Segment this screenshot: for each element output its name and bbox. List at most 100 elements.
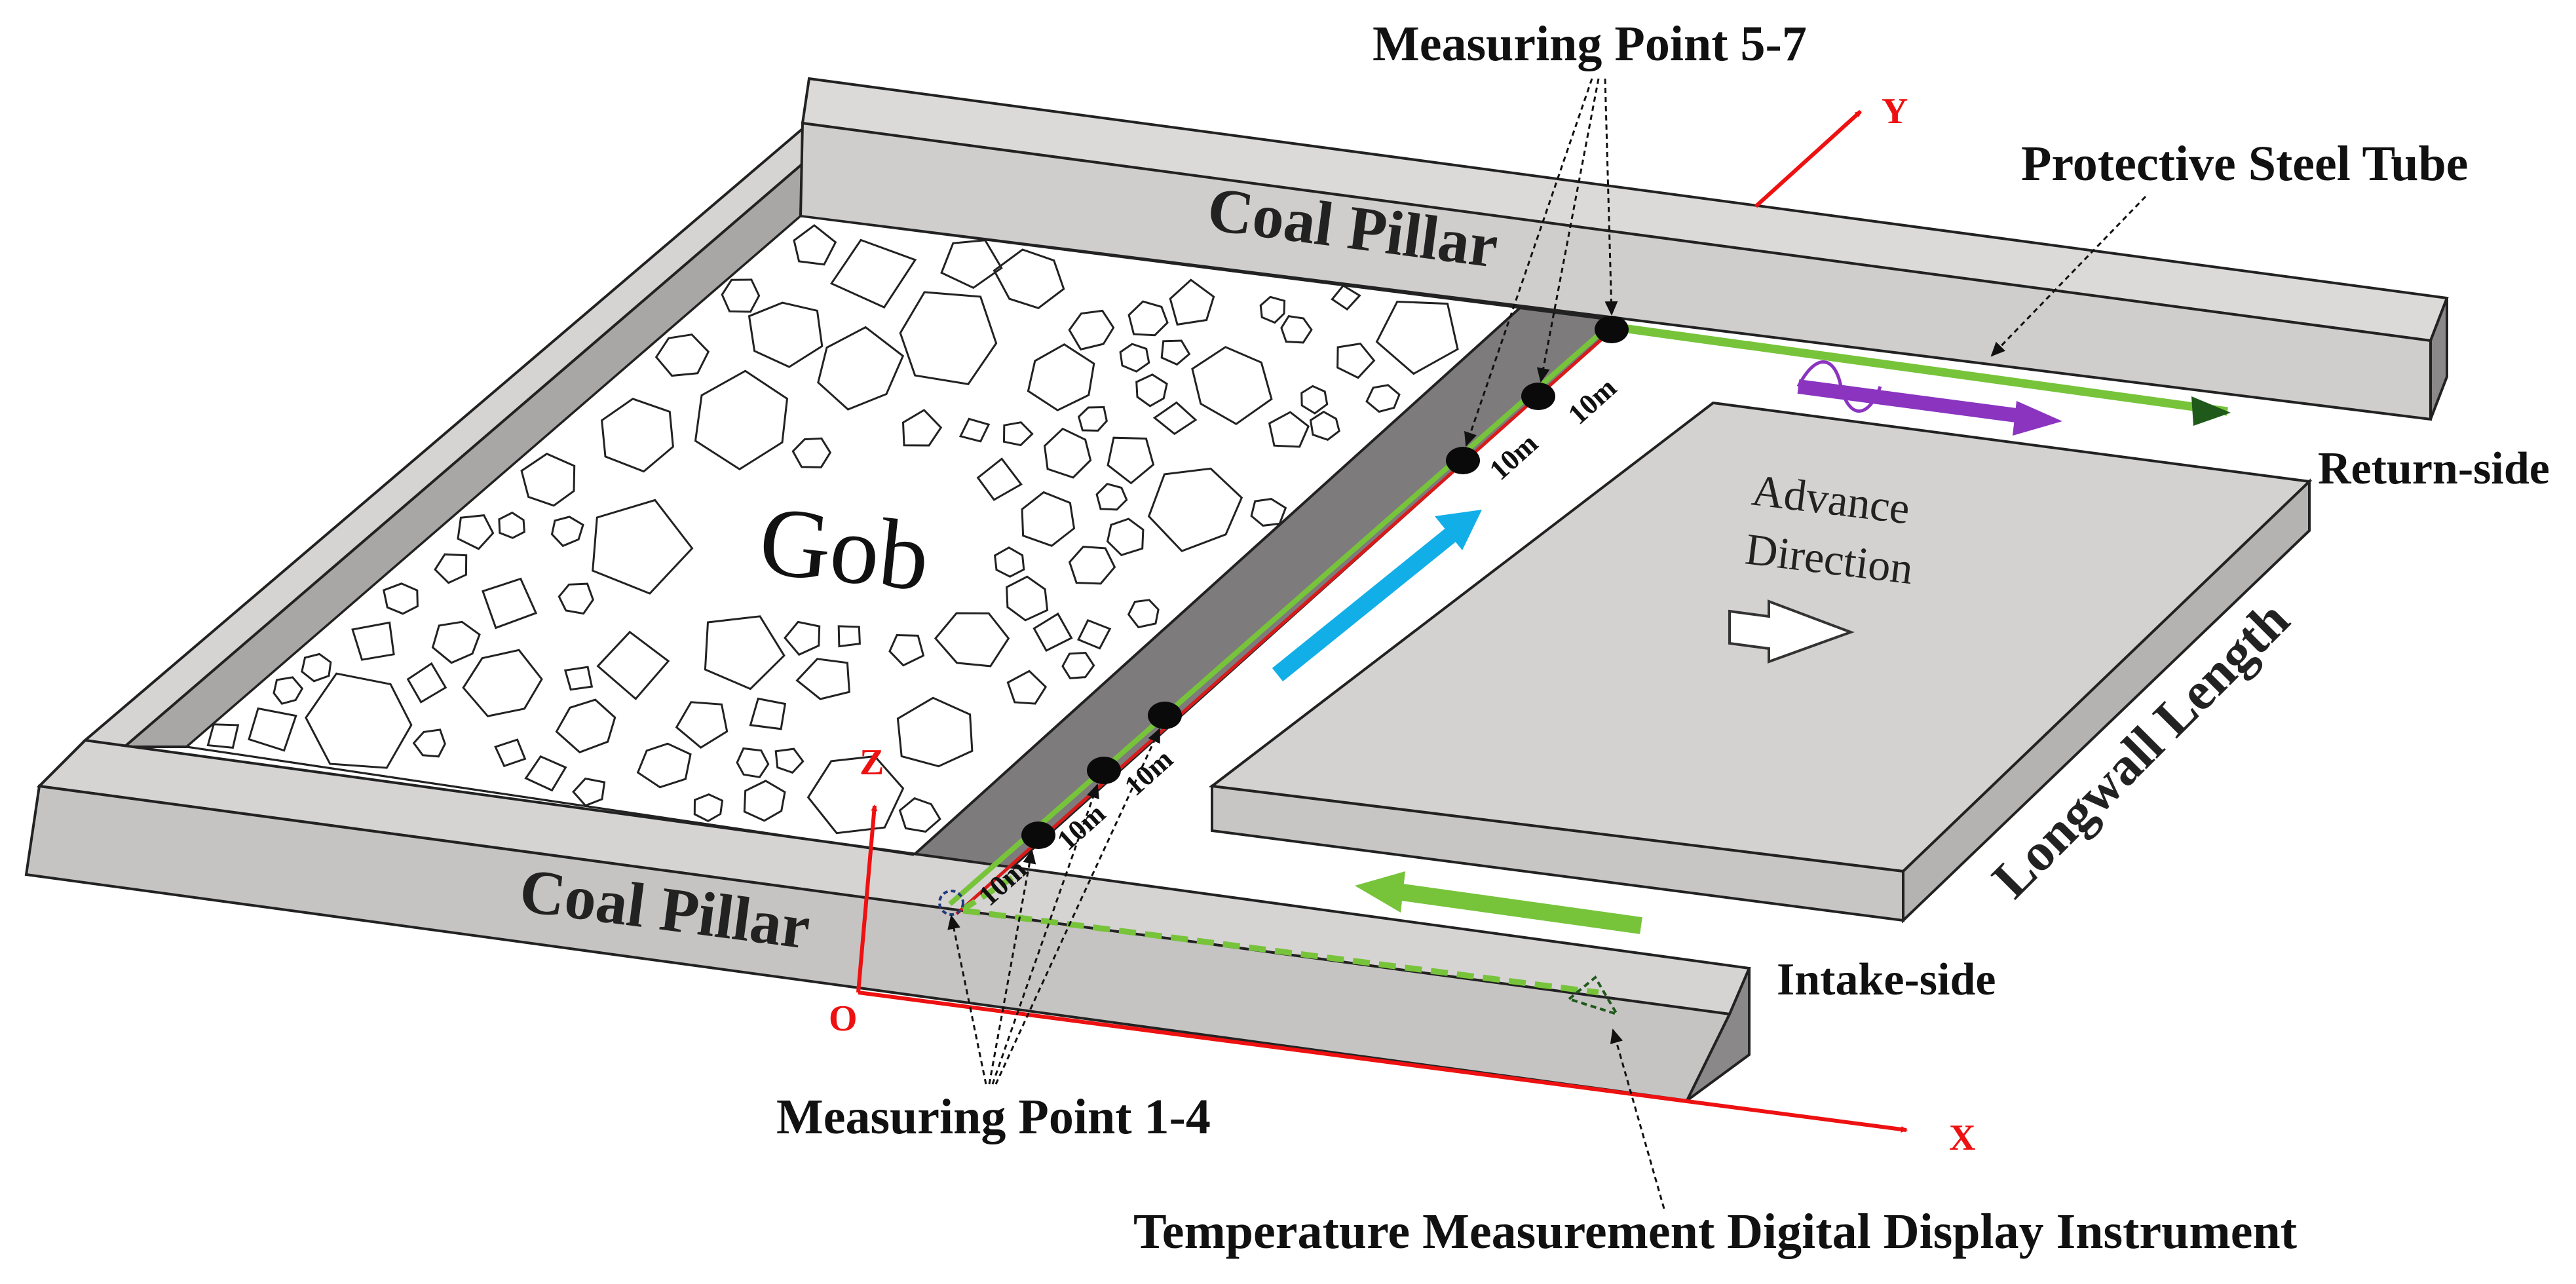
intake-side-label: Intake-side — [1777, 954, 1996, 1005]
gob-rock — [596, 630, 670, 700]
gob-rock — [888, 633, 925, 667]
gob-rock — [1280, 314, 1313, 344]
gob-rock — [1002, 421, 1034, 447]
gob-rock — [993, 248, 1065, 309]
gob-rock — [482, 577, 538, 630]
gob-rock — [1309, 410, 1340, 441]
intake-start-circle — [938, 890, 964, 916]
y-axis-label: Y — [1882, 91, 1908, 132]
origin-label: O — [829, 998, 858, 1039]
bottom-pillar-end — [1686, 968, 1751, 1102]
gob-rock — [1160, 339, 1191, 366]
z-axis — [856, 804, 878, 993]
gob-rock — [601, 398, 674, 473]
gob-rock — [1077, 619, 1112, 650]
gob-rock — [934, 612, 1010, 668]
gob-rock — [1300, 385, 1329, 415]
gob-rock — [1152, 401, 1198, 436]
gob-rock — [693, 793, 724, 823]
gob-rock — [736, 747, 770, 778]
gob-rock — [1006, 670, 1048, 705]
coordinate-axes: X Y Z O — [829, 91, 1975, 1158]
gob-rock — [1106, 518, 1145, 557]
gob-rock — [524, 755, 567, 792]
gob-rock — [901, 409, 943, 447]
gob-rock — [748, 301, 824, 368]
distance-label-5: 10m — [1562, 371, 1623, 430]
measuring-point-7 — [1595, 316, 1629, 343]
measuring-point-5-7-label: Measuring Point 5-7 — [1373, 16, 1807, 71]
gob-rock — [406, 662, 447, 704]
gob-rock — [1027, 343, 1095, 411]
gob-rock — [1095, 483, 1128, 511]
callout-line-tube — [1990, 195, 2147, 357]
gob-rock — [412, 728, 446, 758]
gob-rock — [550, 516, 584, 548]
gob-rock — [1331, 284, 1361, 311]
gob-label: Gob — [755, 486, 934, 612]
protective-steel-tube-line — [1618, 323, 2228, 416]
measuring-point-1 — [1021, 821, 1055, 849]
gob-rock — [462, 649, 543, 717]
intake-cable-dashed-short — [961, 875, 1014, 912]
gob-rock — [1068, 309, 1115, 351]
gob-rock — [1077, 406, 1108, 432]
gob-rock — [457, 514, 495, 550]
gob-rock — [558, 582, 594, 615]
gob-rock — [301, 652, 332, 683]
gob-rock — [1336, 342, 1376, 379]
gob-rock — [958, 417, 991, 443]
gob-rock-fragments — [206, 224, 1459, 835]
gob-rock — [1119, 343, 1150, 373]
red-cable — [955, 326, 1616, 915]
gob-rock — [1068, 546, 1116, 585]
gob-rock — [248, 707, 297, 752]
gob-rock — [1127, 300, 1169, 337]
gob-rock — [1032, 612, 1073, 652]
pillar-frame — [82, 77, 2449, 749]
measuring-point-3 — [1148, 702, 1182, 729]
x-axis — [858, 991, 1908, 1133]
gob-rock — [1021, 491, 1076, 547]
gob-rock — [1061, 651, 1095, 679]
gob-rock — [721, 278, 761, 313]
gob-rock — [1147, 467, 1243, 552]
gob-rock — [636, 742, 692, 789]
gob-rock — [793, 224, 837, 266]
gob-rock — [940, 239, 1003, 290]
measuring-points — [1021, 316, 1629, 849]
intake-instrument-triangle — [1566, 975, 1620, 1017]
gob-rock — [976, 457, 1023, 501]
purple-direction-arrow — [1796, 360, 2062, 436]
x-axis-label: X — [1949, 1118, 1975, 1158]
green-intake-arrow — [1355, 871, 1642, 934]
protective-steel-tube-label: Protective Steel Tube — [2021, 136, 2468, 191]
measuring-point-6 — [1521, 383, 1555, 410]
z-axis-label: Z — [860, 742, 884, 783]
gob-rock — [1191, 346, 1273, 425]
gob-rock — [434, 553, 468, 584]
gob-rock — [520, 452, 576, 507]
gob-rock — [1169, 278, 1215, 326]
advance-direction-arrow — [1728, 599, 1855, 664]
purple-wave — [1796, 360, 1882, 413]
gob-rock — [829, 238, 917, 309]
callout-line-mp7 — [1604, 78, 1618, 316]
gob-rock — [1268, 411, 1310, 448]
gob-rock — [592, 499, 694, 595]
gob-rock — [749, 697, 787, 730]
gob-rock — [898, 797, 941, 833]
bottom-pillar-edge — [38, 739, 86, 787]
gob-rock — [1375, 300, 1459, 375]
gob-rock — [1107, 436, 1155, 485]
gob-rock — [1043, 427, 1092, 479]
bottom-pillar — [24, 738, 1751, 1103]
blue-airflow-arrow — [1272, 510, 1482, 682]
gob-rock — [273, 676, 304, 705]
gob-rock — [498, 511, 525, 539]
return-side-label: Return-side — [2318, 444, 2550, 494]
gob-rock — [994, 546, 1025, 578]
top-pillar-end — [2429, 297, 2448, 420]
gob-rock — [1259, 295, 1286, 324]
